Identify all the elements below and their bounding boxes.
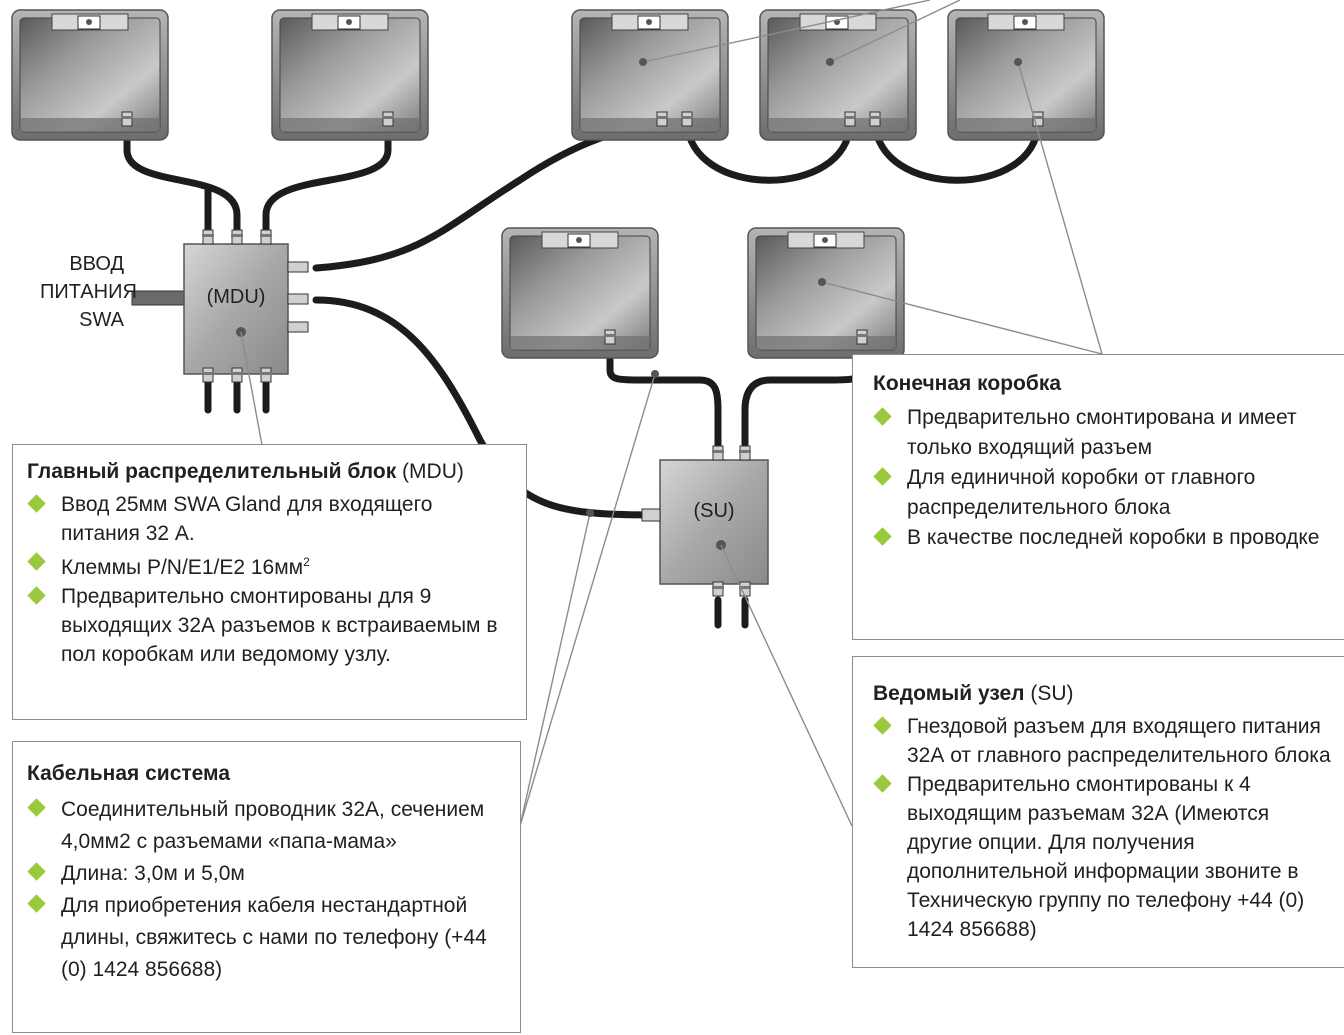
floorbox-5	[947, 9, 1105, 141]
cable-su-box6	[606, 336, 722, 449]
mdu-unit	[183, 229, 309, 383]
floorbox-1	[11, 9, 169, 141]
feed-label-line-3: SWA	[79, 309, 124, 331]
list-item: В качестве последней коробки в проводке	[873, 523, 1336, 553]
floorbox-2	[271, 9, 429, 141]
leader-dots	[586, 58, 1022, 517]
bullet-icon	[873, 774, 892, 793]
list-item: Ввод 25мм SWA Gland для входящего питани…	[27, 490, 514, 548]
cable-mdu-box1	[123, 116, 241, 236]
su-callout-title: Ведомый узел (SU)	[873, 682, 1074, 705]
leader-lines	[240, 0, 1103, 827]
end-box-callout-list: Предварительно смонтирована и имеет толь…	[873, 403, 1336, 553]
floorbox-4	[759, 9, 917, 141]
list-item: Гнездовой разъем для входящего питания 3…	[873, 712, 1336, 770]
bullet-icon	[27, 798, 46, 817]
cable-callout-list: Соединительный проводник 32А, сечением 4…	[27, 794, 510, 986]
cables	[123, 116, 1042, 629]
bullet-icon	[27, 586, 46, 605]
cable-box4-box5	[871, 116, 1042, 184]
bullet-icon	[873, 527, 892, 546]
list-item: Длина: 3,0м и 5,0м	[27, 858, 510, 890]
bullet-icon	[27, 862, 46, 881]
mdu-callout: Главный распределительный блок (MDU) Вво…	[12, 444, 527, 720]
mdu-callout-list: Ввод 25мм SWA Gland для входящего питани…	[27, 490, 514, 669]
list-item: Предварительно смонтированы для 9 выходя…	[27, 582, 514, 669]
list-item: Предварительно смонтированы к 4 выходящи…	[873, 770, 1336, 944]
su-unit	[641, 445, 769, 597]
bullet-icon	[873, 407, 892, 426]
list-item: Предварительно смонтирована и имеет толь…	[873, 403, 1336, 463]
end-box-callout-title: Конечная коробка	[873, 372, 1062, 395]
mdu-callout-title: Главный распределительный блок (MDU)	[27, 460, 464, 483]
cable-mdu-su	[312, 296, 664, 519]
floorbox-3	[571, 9, 729, 141]
cable-box3-box4	[683, 116, 854, 184]
feed-label-line-1: ВВОД	[69, 253, 124, 275]
cable-callout: Кабельная система Соединительный проводн…	[12, 741, 521, 1033]
list-item: Клеммы P/N/E1/E2 16мм2	[27, 548, 514, 582]
floorbox-7	[747, 227, 905, 359]
cable-callout-title: Кабельная система	[27, 762, 230, 785]
mdu-label: (MDU)	[206, 286, 266, 308]
su-callout: Ведомый узел (SU) Гнездовой разъем для в…	[852, 656, 1344, 968]
bullet-icon	[873, 716, 892, 735]
bullet-icon	[873, 467, 892, 486]
list-item: Для приобретения кабеля нестандартной дл…	[27, 890, 510, 986]
bullet-icon	[27, 552, 46, 571]
floorbox-6	[501, 227, 659, 359]
end-box-callout: Конечная коробка Предварительно смонтиро…	[852, 354, 1344, 640]
swa-feed-cable	[131, 290, 189, 306]
bullet-icon	[27, 494, 46, 513]
feed-label: ВВОД ПИТАНИЯ SWA	[40, 250, 137, 334]
cable-mdu-box2	[262, 116, 392, 236]
list-item: Для единичной коробки от главного распре…	[873, 463, 1336, 523]
list-item: Соединительный проводник 32А, сечением 4…	[27, 794, 510, 858]
su-label: (SU)	[693, 500, 735, 522]
su-callout-list: Гнездовой разъем для входящего питания 3…	[873, 712, 1336, 944]
feed-label-line-2: ПИТАНИЯ	[40, 281, 137, 303]
bullet-icon	[27, 894, 46, 913]
